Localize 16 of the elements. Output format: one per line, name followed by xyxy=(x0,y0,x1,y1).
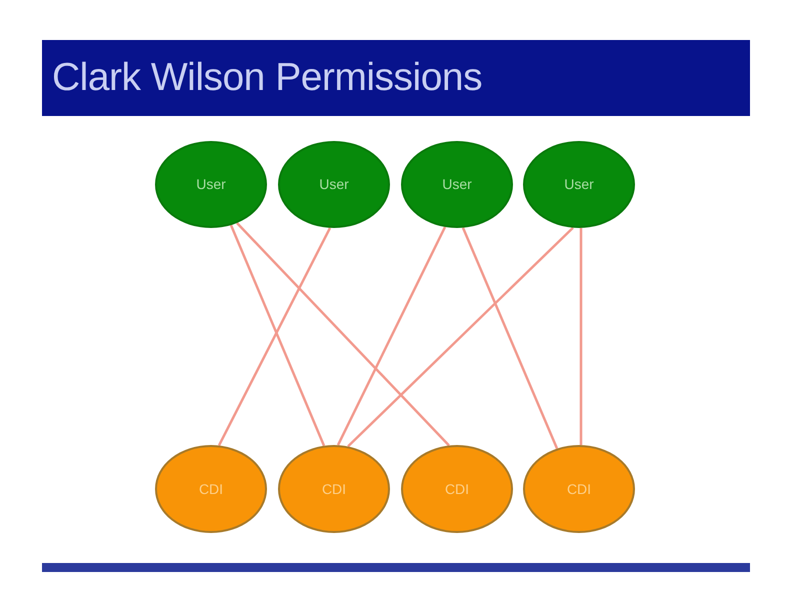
connector-line xyxy=(218,227,332,446)
user-ellipse: User xyxy=(155,141,267,228)
data-item-ellipse: CDI xyxy=(401,445,513,533)
data-item-ellipse: CDI xyxy=(523,445,635,533)
connector-line xyxy=(580,228,582,446)
data-item-ellipse: CDI xyxy=(278,445,390,533)
connector-line xyxy=(462,227,558,450)
user-ellipse: User xyxy=(523,141,635,228)
connector-line xyxy=(236,222,450,446)
connector-line xyxy=(230,224,326,446)
connector-line xyxy=(347,226,574,448)
connector-line xyxy=(336,226,446,446)
user-ellipse: User xyxy=(401,141,513,228)
title: Clark Wilson Permissions xyxy=(52,56,482,100)
data-item-ellipse: CDI xyxy=(155,445,267,533)
user-ellipse: User xyxy=(278,141,390,228)
